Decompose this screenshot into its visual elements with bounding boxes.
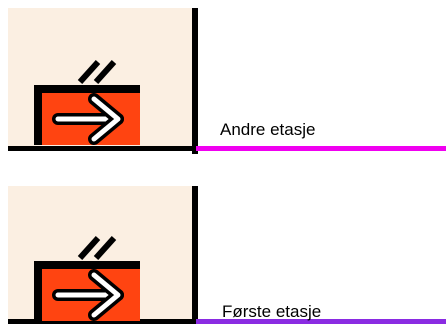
right-arrow-icon [52,93,124,145]
floor-label-first: Første etasje [222,302,322,321]
floor-line-first [196,319,446,324]
exit-sign-icon [28,235,148,321]
right-arrow-icon [52,269,124,321]
floor-line-second [196,146,446,151]
floor-panel-first: Første etasje [0,162,446,324]
exit-sign-icon [28,59,148,145]
wall [192,8,198,154]
floor-panel-second: Andre etasje [8,8,446,154]
floor-base [8,319,198,324]
floor-label-second: Andre etasje [220,120,316,139]
floor-base [8,146,198,151]
wall [192,186,198,324]
